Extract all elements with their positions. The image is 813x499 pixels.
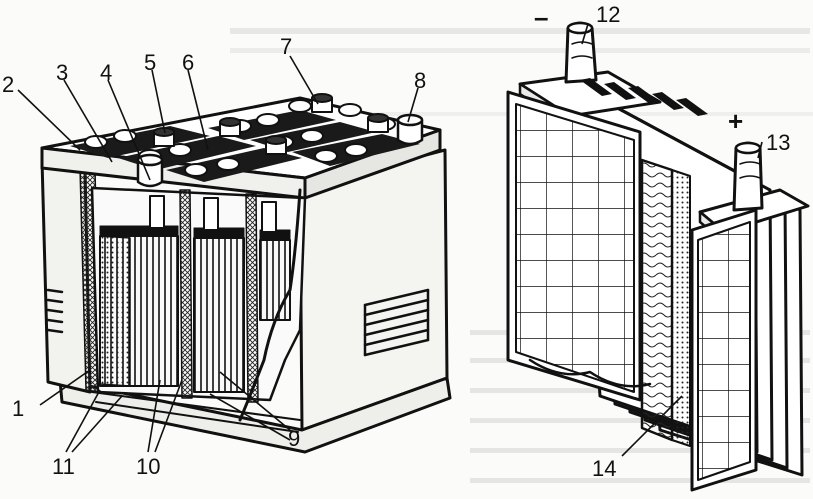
callout-8: 8 [414, 68, 426, 93]
cutaway-edge [238, 188, 302, 422]
negative-sign: – [534, 2, 548, 32]
filler-plugs [153, 93, 389, 155]
plate-block [506, 21, 810, 492]
battery-cutaway [40, 93, 452, 454]
callout-11: 11 [52, 454, 75, 479]
callout-4: 4 [100, 60, 112, 85]
front-plate-grid [515, 103, 635, 393]
plate-pack-3 [259, 239, 291, 321]
callout-1: 1 [12, 396, 24, 421]
callout-13: 13 [766, 130, 790, 155]
callout-6: 6 [182, 50, 194, 75]
terminal-right [396, 118, 424, 146]
plate-lugs [580, 78, 708, 116]
cell-partition-2 [245, 193, 259, 403]
positive-sign: + [728, 106, 743, 136]
separator-sheet [640, 158, 674, 442]
battery-case-front-band [58, 376, 452, 454]
active-material-dotted [99, 235, 131, 387]
case-left-grip-ribs [46, 288, 64, 334]
cell-partition-1 [179, 189, 193, 399]
callout-9: 9 [288, 426, 300, 451]
callout-14: 14 [592, 456, 616, 481]
callout-2: 2 [2, 72, 14, 97]
callout-12: 12 [596, 2, 620, 27]
polarity-signs: – + [534, 2, 743, 136]
callout-labels: 1 2 3 4 5 6 7 8 9 10 11 12 13 14 [2, 2, 790, 481]
callout-7: 7 [280, 34, 292, 59]
callout-3: 3 [56, 60, 68, 85]
case-grip-ribs [363, 288, 430, 357]
separator-dotted [671, 169, 691, 447]
callout-5: 5 [144, 50, 156, 75]
plate-pack-2 [193, 237, 245, 393]
positive-plate-grid [697, 221, 751, 481]
leader-lines [17, 23, 763, 457]
callout-10: 10 [136, 454, 160, 479]
